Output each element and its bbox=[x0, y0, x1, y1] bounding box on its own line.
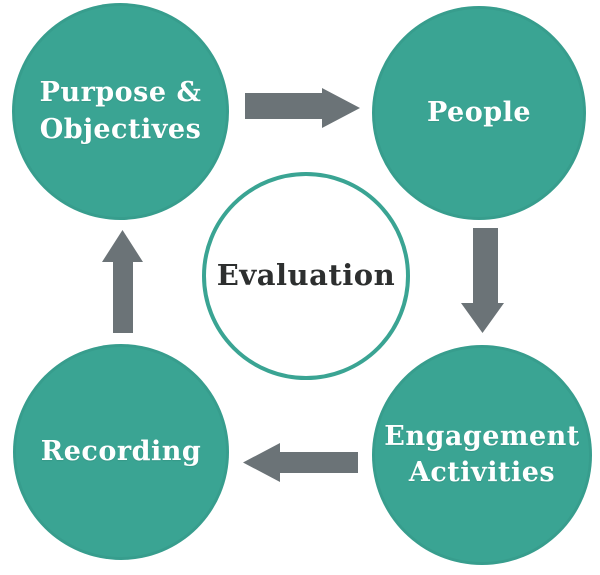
node-engagement-activities: Engagement Activities bbox=[372, 345, 592, 565]
arrow-purpose-to-people-icon bbox=[245, 88, 360, 128]
node-engagement-activities-label: Engagement Activities bbox=[384, 420, 580, 488]
node-recording: Recording bbox=[13, 344, 229, 560]
node-purpose-objectives-label: Purpose & Objectives bbox=[39, 77, 202, 145]
node-recording-label: Recording bbox=[40, 435, 202, 467]
node-evaluation-center: Evaluation bbox=[202, 172, 410, 380]
arrow-engagement-to-recording-icon bbox=[243, 443, 358, 482]
arrow-people-to-engagement-icon bbox=[461, 228, 504, 333]
node-purpose-objectives: Purpose & Objectives bbox=[12, 3, 229, 220]
node-evaluation-label: Evaluation bbox=[216, 258, 396, 293]
node-people-label: People bbox=[426, 96, 532, 128]
node-people: People bbox=[372, 6, 586, 220]
arrow-recording-to-purpose-icon bbox=[102, 230, 143, 333]
